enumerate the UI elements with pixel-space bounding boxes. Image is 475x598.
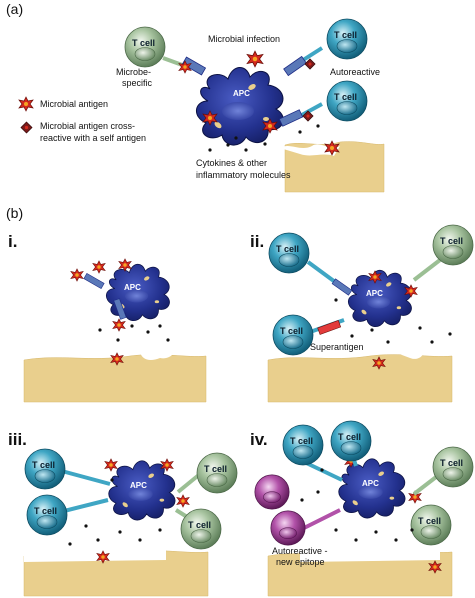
sub-panel-i-label: i. [8,232,17,251]
antigen-icon [112,318,126,332]
cytokines-label-1: Cytokines & other [196,158,267,168]
legend-cross-label-1: Microbial antigen cross- [40,121,135,131]
autoreactive-new-label-2: new epitope [276,557,325,567]
t-cell-label: T cell [280,326,303,336]
t-cell-label: T cell [440,236,463,246]
panel-b-label: (b) [6,205,23,221]
microbe-specific-label-2: specific [122,78,153,88]
sub-panel-iii-label: iii. [8,430,27,449]
t-cell-label: T cell [338,432,361,442]
cytokine-dots-ii [334,298,452,344]
cytokine-dots-iii [68,478,162,546]
antigen-infection-icon [246,50,264,68]
apc-label-i: APC [124,283,141,292]
apc-cell-i [105,263,170,322]
t-cell-new-epitope [254,474,290,510]
apc-cell-iv [338,458,406,519]
t-cell-new-epitope [270,510,306,546]
apc-cell-a [195,66,284,146]
tcr-link [59,498,109,514]
cytokines-label-2: inflammatory molecules [196,170,291,180]
cytokine-dots-iv [300,468,414,542]
tcr-link [176,472,202,494]
legend-cross-icon [20,121,33,134]
legend-antigen-icon [18,96,34,112]
tissue-damage-i [140,346,175,360]
apc-cell-iii [108,460,176,521]
antigen-icon [92,260,106,274]
tcr-links-a [162,46,324,127]
cross-reactive-antigen-icon [304,58,316,70]
legend-cross-label-2: reactive with a self antigen [40,133,146,143]
cytokine-dots-i [98,324,170,342]
tcr-link [57,468,111,486]
t-cell-label: T cell [132,38,155,48]
t-cell-label: T cell [334,92,357,102]
antigen-icon [104,458,118,472]
t-cell-label: T cell [418,516,441,526]
sub-panel-ii-label: ii. [250,232,264,251]
legend-antigen-label: Microbial antigen [40,99,108,109]
microbe-specific-label-1: Microbe- [116,67,151,77]
superantigen-icon [317,320,342,335]
t-cell-label: T cell [334,30,357,40]
apc-label-iii: APC [130,481,147,490]
tcr-link [412,258,442,282]
mhc-receptor [83,272,105,290]
mhc-receptor [113,298,127,320]
apc-label-a: APC [233,89,250,98]
tissue-ii [267,354,453,403]
apc-label-iv: APC [362,479,379,488]
autoreactive-label: Autoreactive [330,67,380,77]
t-cell-label: T cell [204,464,227,474]
tissue-i [23,354,207,403]
t-cell-label: T cell [440,458,463,468]
panel-a-label: (a) [6,1,23,17]
t-cell-label: T cell [32,460,55,470]
cytokine-dots-a [208,124,320,152]
antigen-icon [176,494,190,508]
mhc-receptor [331,278,353,296]
antigen-icon [70,268,84,282]
t-cell-label: T cell [34,506,57,516]
autoreactive-new-label-1: Autoreactive - [272,546,328,556]
superantigen-label: Superantigen [310,342,364,352]
tissue-damage-iv [300,545,440,562]
t-cell-label: T cell [290,436,313,446]
microbial-infection-label: Microbial infection [208,34,280,44]
apc-label-ii: APC [366,289,383,298]
t-cell-label: T cell [188,520,211,530]
tissue-damage-ii [394,346,425,359]
tcr-link-new-epitope [299,508,341,532]
tissue-damage-a [280,144,340,156]
t-cell-label: T cell [276,244,299,254]
sub-panel-iv-label: iv. [250,430,268,449]
tissue-damage-iii [24,545,166,562]
